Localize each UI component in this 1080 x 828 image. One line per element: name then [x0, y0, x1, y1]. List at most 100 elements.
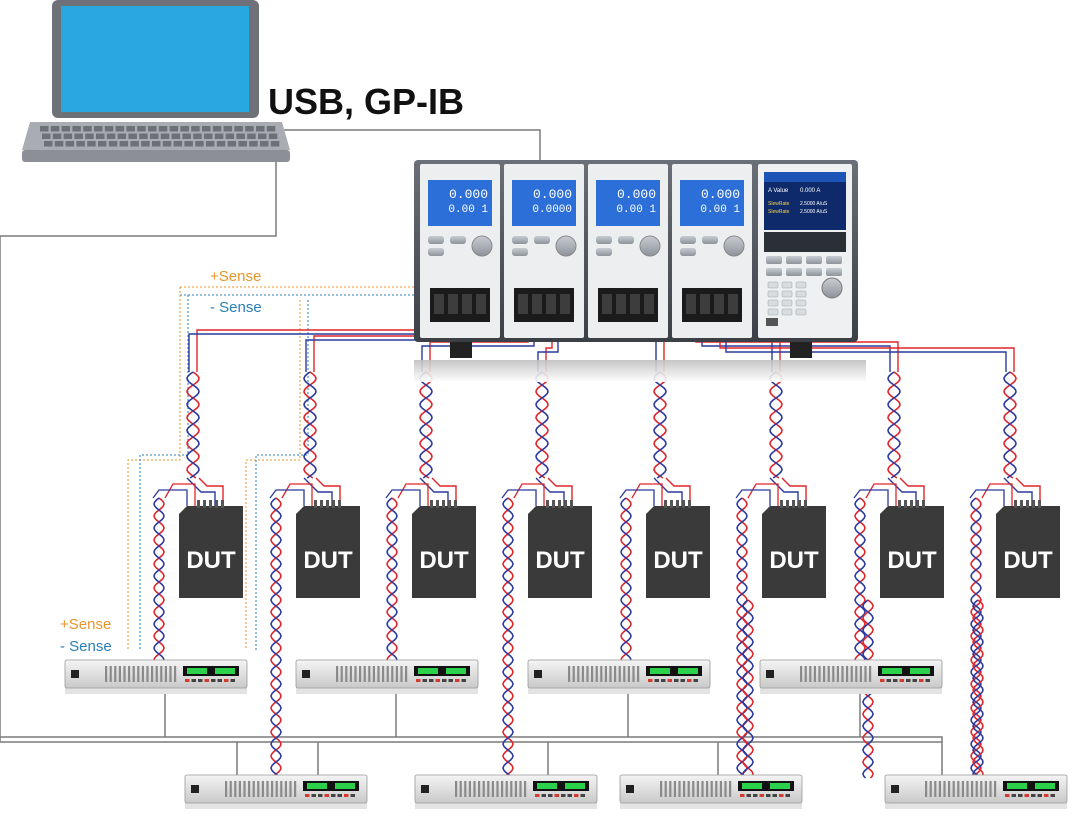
supply-vent — [994, 781, 997, 797]
positive-lead — [153, 497, 165, 661]
supply-vent — [710, 781, 713, 797]
supply-vent — [514, 781, 517, 797]
supply-button — [185, 679, 190, 682]
load-module: 0.0000.00 1 — [588, 164, 668, 338]
supply-display — [533, 781, 589, 791]
supply-button — [746, 794, 751, 797]
supply-button — [331, 794, 336, 797]
supply-button — [680, 679, 685, 682]
dc-power-supply — [64, 659, 248, 694]
laptop-key — [87, 141, 96, 147]
supply-button — [554, 794, 559, 797]
supply-vent — [146, 666, 149, 682]
dut-pin — [1032, 500, 1035, 508]
supply-button — [191, 679, 196, 682]
dut-to-supply-pair — [152, 483, 196, 661]
negative-lead — [186, 371, 200, 479]
controller-number-key — [781, 290, 793, 298]
supply-vent — [294, 781, 297, 797]
dut-pin — [570, 500, 573, 508]
load-module-key — [450, 236, 466, 244]
supply-button — [759, 794, 764, 797]
supply-button — [548, 794, 553, 797]
supply-power-switch — [191, 785, 199, 793]
supply-vent — [225, 781, 228, 797]
supply-vent — [591, 666, 594, 682]
load-module-knob — [723, 235, 745, 257]
controller-number-key — [781, 308, 793, 316]
load-module-key — [680, 236, 696, 244]
supply-vent — [261, 781, 264, 797]
load-module: 0.0000.0000 — [504, 164, 584, 338]
supply-vent — [271, 781, 274, 797]
load-module-key — [702, 236, 718, 244]
dc-power-supply — [295, 659, 479, 694]
laptop-key — [214, 133, 224, 139]
dut-to-supply-pair — [619, 483, 663, 661]
dut-body — [646, 506, 710, 598]
supply-button — [753, 794, 758, 797]
plus-sense-label-bottom: +Sense — [60, 616, 111, 633]
laptop-key — [216, 141, 226, 147]
supply-vent — [938, 781, 941, 797]
load-module-key — [512, 248, 528, 256]
laptop-key — [182, 133, 191, 139]
supply-vent — [800, 666, 803, 682]
supply-vent — [846, 666, 849, 682]
dut-body — [762, 506, 826, 598]
supply-power-switch — [534, 670, 542, 678]
supply-vent — [524, 781, 527, 797]
long-twisted-pair — [972, 599, 984, 779]
load-readout-line2: 0.0000 — [532, 204, 572, 216]
supply-button — [906, 679, 911, 682]
load-module-key — [596, 236, 612, 244]
dut-device: DUT — [646, 500, 710, 598]
load-module-display — [512, 180, 576, 226]
dut-to-supply-pair — [501, 483, 545, 779]
supply-button — [574, 794, 579, 797]
supply-display — [646, 666, 702, 676]
dc-power-supply — [527, 659, 711, 694]
laptop-key — [247, 133, 256, 139]
supply-vent — [975, 781, 978, 797]
supply-vent — [818, 666, 821, 682]
supply-vent — [989, 781, 992, 797]
supply-vent — [692, 781, 695, 797]
load-to-dut-pair — [419, 322, 535, 506]
supply-button — [1031, 794, 1036, 797]
load-readout-line2: 0.00 1 — [616, 204, 656, 216]
laptop-key — [256, 126, 265, 132]
positive-lead — [535, 371, 549, 479]
supply-button — [772, 794, 777, 797]
supply-vent — [141, 666, 144, 682]
supply-vent — [372, 666, 375, 682]
dut-pin — [215, 500, 218, 508]
supply-vent — [248, 781, 251, 797]
supply-vent — [827, 666, 830, 682]
supply-power-switch — [766, 670, 774, 678]
supply-display — [414, 666, 470, 676]
supply-vent — [660, 781, 663, 797]
controller-key — [766, 256, 782, 264]
laptop-key — [258, 133, 267, 139]
supply-vent — [595, 666, 598, 682]
supply-vent — [391, 666, 394, 682]
supply-button — [224, 679, 229, 682]
supply-vent — [257, 781, 260, 797]
load-to-dut-pair — [635, 322, 807, 506]
laptop-key — [249, 141, 258, 147]
laptop-key — [141, 141, 150, 147]
supply-vent — [572, 666, 575, 682]
supply-vent — [105, 666, 108, 682]
usb-port — [766, 318, 778, 326]
negative-lead — [653, 371, 667, 479]
load-module-display — [680, 180, 744, 226]
dut-pin — [552, 500, 555, 508]
supply-button — [435, 679, 440, 682]
supply-vent — [234, 781, 237, 797]
laptop-key — [180, 126, 189, 132]
dut-label: DUT — [419, 547, 469, 574]
supply-vent — [363, 666, 366, 682]
supply-vent — [984, 781, 987, 797]
supply-button — [785, 794, 790, 797]
